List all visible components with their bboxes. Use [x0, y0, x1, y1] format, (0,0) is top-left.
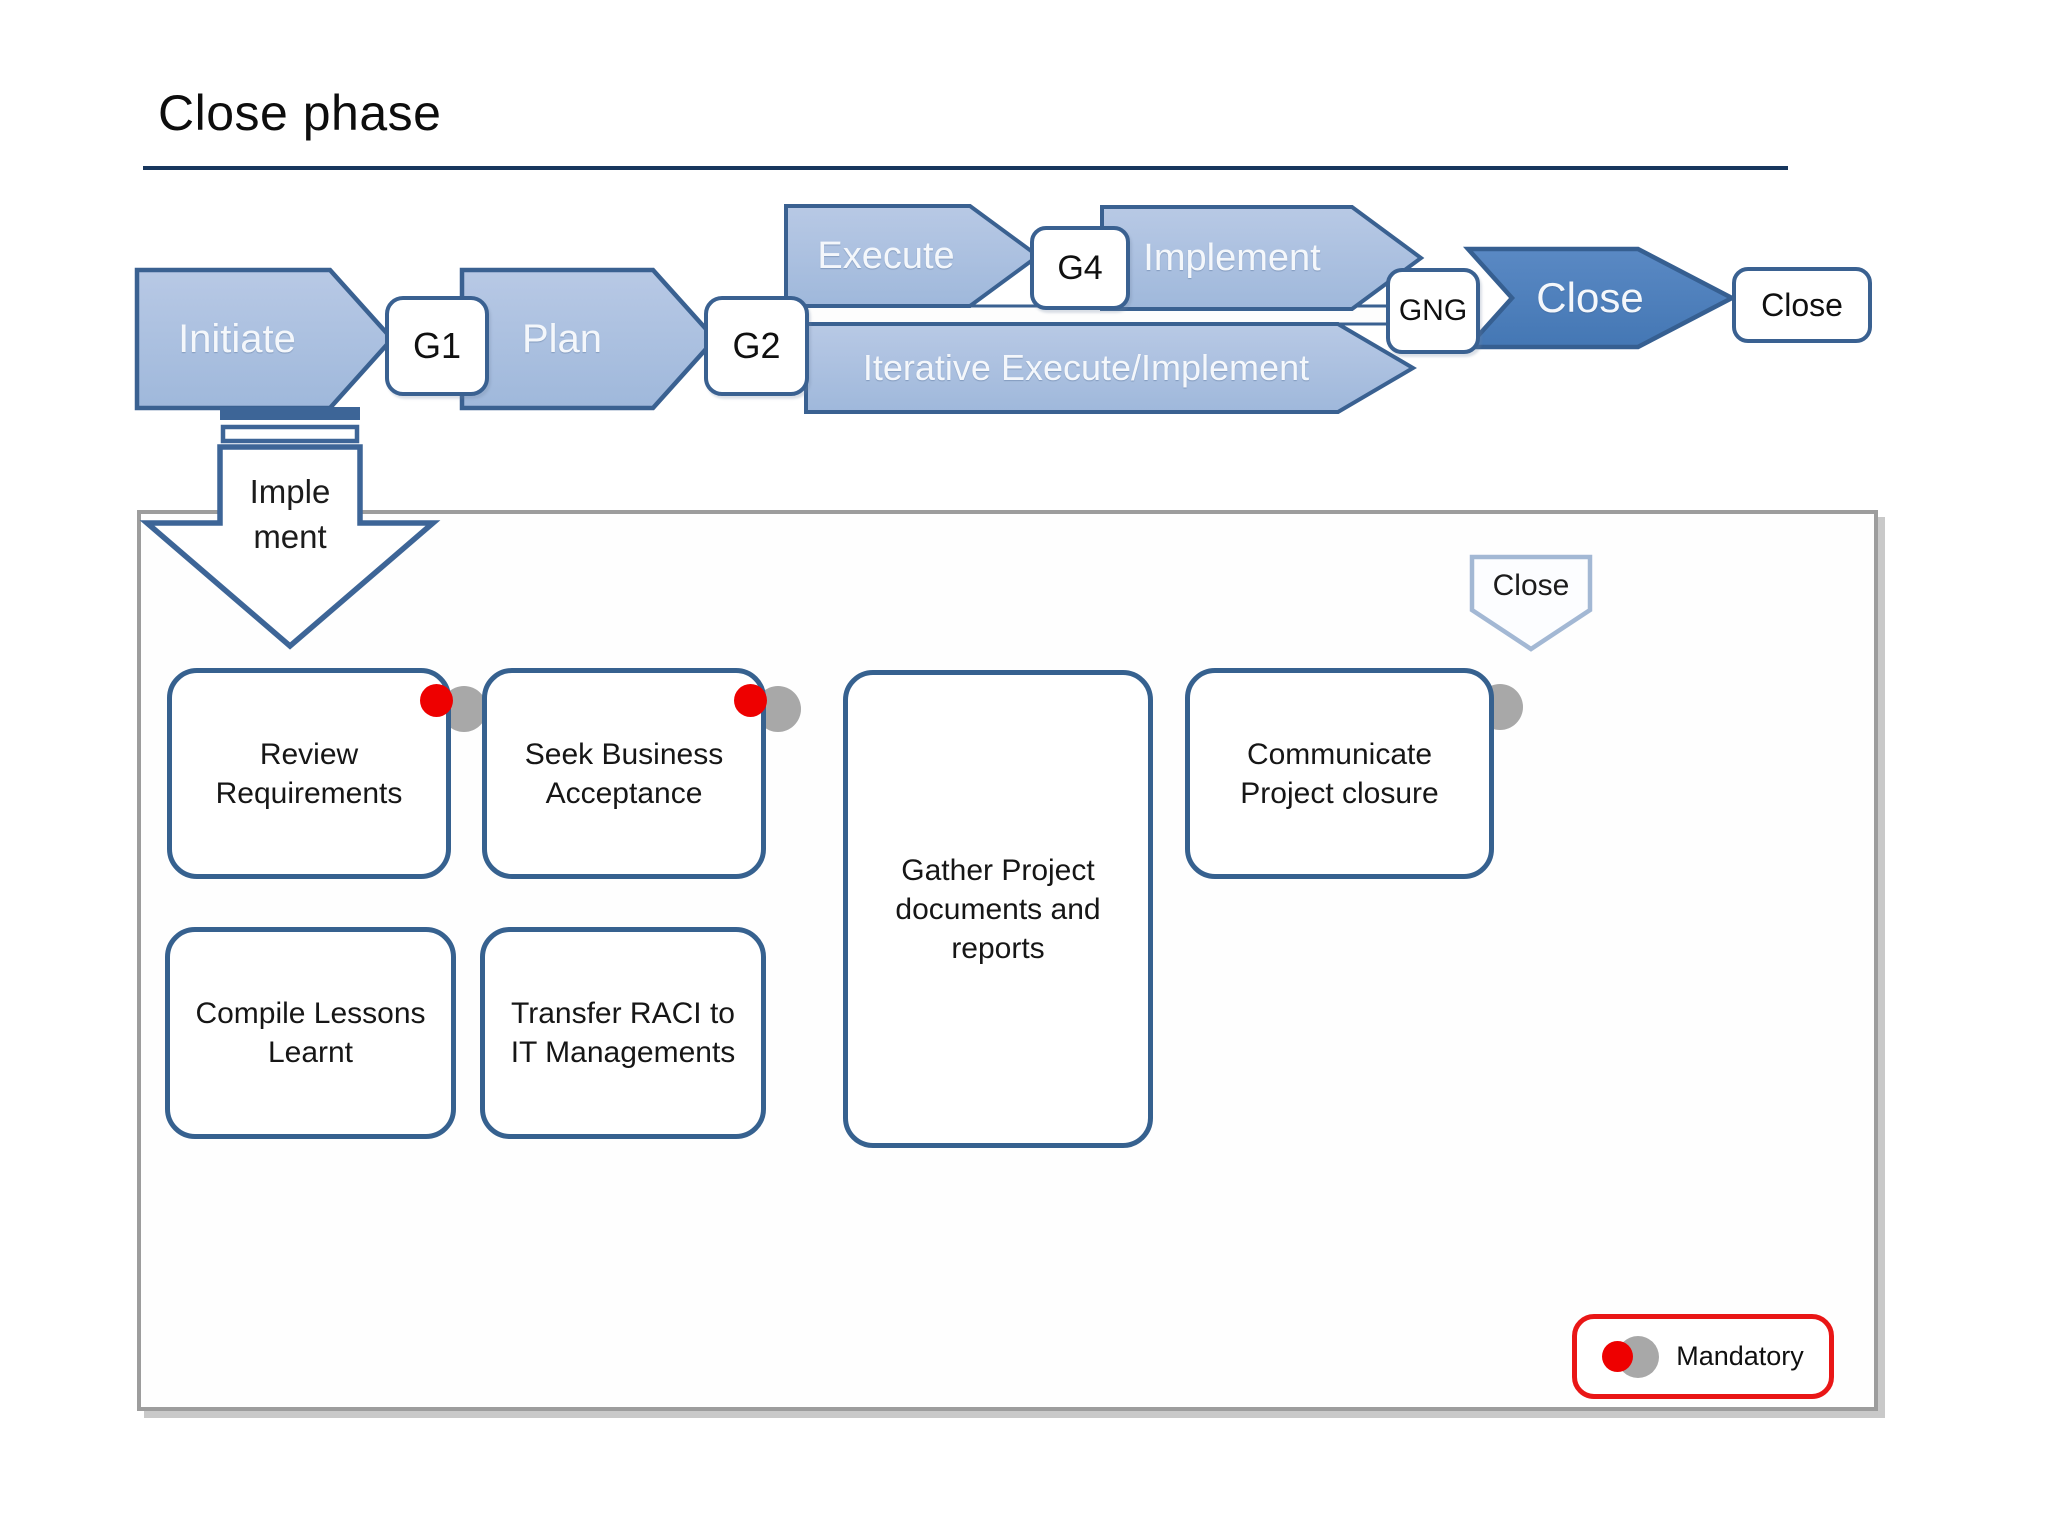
down-arrow-stripe-outline	[220, 424, 360, 444]
gate-g4: G4	[1030, 226, 1130, 310]
mandatory-legend-label: Mandatory	[1676, 1341, 1804, 1371]
iterative-arrow-label: Iterative Execute/Implement	[862, 347, 1310, 388]
activity-compile-lessons-learnt: Compile Lessons Learnt	[165, 927, 456, 1139]
initiate-arrow-label: Initiate	[178, 316, 296, 361]
mandatory-legend-icon	[1602, 1333, 1660, 1381]
gate-g2: G2	[704, 296, 809, 396]
mandatory-legend: Mandatory	[1572, 1314, 1834, 1399]
activity-seek-business-acceptance: Seek Business Acceptance	[482, 668, 766, 879]
gate-g1: G1	[385, 296, 489, 396]
execute-arrow-label: Execute	[817, 234, 955, 277]
close-tag-label: Close	[1492, 569, 1570, 602]
mandatory-marker-red-icon	[420, 684, 453, 717]
activity-transfer-raci: Transfer RACI to IT Managements	[480, 927, 766, 1139]
activity-review-requirements: Review Requirements	[167, 668, 451, 879]
close-end-label-box: Close	[1732, 267, 1872, 343]
activity-communicate-project-closure: Communicate Project closure	[1185, 668, 1494, 879]
marker-red-icon	[1602, 1340, 1634, 1372]
gate-gng: GNG	[1386, 268, 1480, 354]
close-arrow-label: Close	[1536, 274, 1644, 321]
plan-arrow-label: Plan	[521, 316, 603, 361]
implement-arrow-label: Implement	[1143, 236, 1321, 279]
mandatory-marker-red-icon	[734, 684, 767, 717]
page-title: Close phase	[158, 85, 442, 141]
down-arrow-stripe-solid	[220, 407, 360, 420]
title-underline	[143, 166, 1788, 170]
activity-gather-project-documents: Gather Project documents and reports	[843, 670, 1153, 1148]
down-arrow-label: Imple ment	[249, 473, 331, 555]
